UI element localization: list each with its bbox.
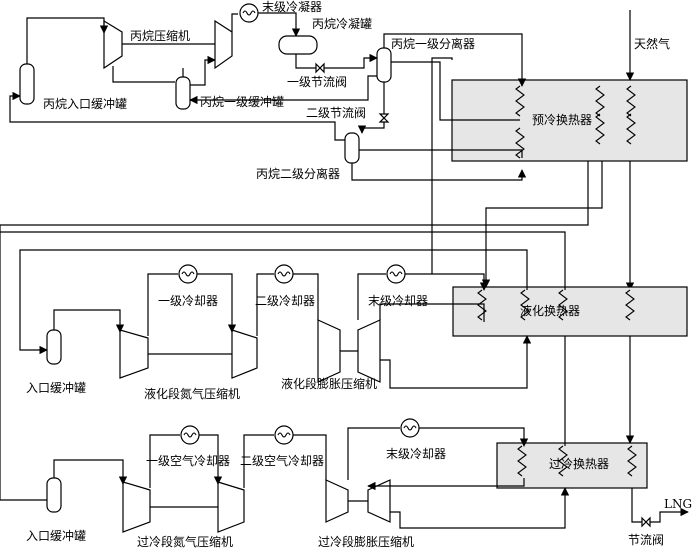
- liquefaction-heat-exchanger: [452, 286, 688, 337]
- sub-stage2-air-cooler: [274, 425, 294, 445]
- propane-compressor-stage2: [214, 19, 233, 70]
- sub-n2-compressor-stage2: [217, 481, 245, 533]
- label-liq-stage1-cooler: 一级冷却器: [158, 294, 218, 308]
- liq-n2-compressor-stage1: [119, 329, 149, 379]
- sub-expander-compressor: [325, 479, 349, 523]
- label-propane-inlet-buffer: 丙烷入口缓冲罐: [43, 96, 127, 111]
- final-condenser: [239, 3, 259, 23]
- label-liq-stage2-cooler: 二级冷却器: [255, 294, 315, 308]
- label-liq-n2-compressor: 液化段氮气压缩机: [144, 386, 240, 401]
- label-propane-stage1-separator: 丙烷一级分离器: [391, 36, 475, 51]
- subcool-inlet-buffer-tank: [46, 477, 62, 513]
- label-propane-stage2-separator: 丙烷二级分离器: [256, 166, 340, 181]
- sub-stage1-air-cooler: [180, 425, 200, 445]
- liq-stage1-cooler: [178, 264, 198, 284]
- label-sub-expander: 过冷段膨胀压缩机: [318, 534, 414, 549]
- liq-stage2-cooler: [274, 264, 294, 284]
- sub-n2-compressor-stage1: [122, 481, 151, 533]
- label-sub-stage2-air-cooler: 二级空气冷却器: [240, 453, 324, 468]
- label-subcool-hx: 过冷换热器: [549, 457, 609, 471]
- label-stage2-throttle-valve: 二级节流阀: [306, 106, 366, 120]
- label-liq-inlet-buffer: 入口缓冲罐: [26, 380, 86, 395]
- propane-stage1-buffer-tank: [175, 76, 191, 110]
- liq-expander-turbine: [357, 319, 381, 383]
- label-liq-final-cooler: 末级冷却器: [368, 294, 428, 308]
- label-final-condenser: 末级冷凝器: [262, 0, 322, 14]
- liq-expander-compressor: [317, 319, 341, 383]
- stage1-throttle-valve: [315, 62, 325, 74]
- label-throttle-valve: 节流阀: [628, 533, 664, 547]
- label-propane-condensate-tank: 丙烷冷凝罐: [312, 16, 372, 31]
- label-sub-stage1-air-cooler: 一级空气冷却器: [146, 453, 230, 468]
- label-liq-expander: 液化段膨胀压缩机: [281, 376, 377, 391]
- stage2-throttle-valve: [378, 113, 390, 123]
- label-liquefaction-hx: 液化换热器: [520, 303, 580, 318]
- label-sub-final-cooler: 末级冷却器: [386, 447, 446, 461]
- label-sub-n2-compressor: 过冷段氮气压缩机: [137, 534, 233, 549]
- label-sub-inlet-buffer: 入口缓冲罐: [26, 528, 86, 543]
- propane-condensate-tank: [278, 35, 318, 55]
- label-propane-stage1-buffer: 丙烷一级缓冲罐: [200, 94, 284, 109]
- subcool-heat-exchanger: [496, 442, 648, 489]
- label-lng: LNG: [664, 497, 692, 511]
- label-precool-hx: 预冷换热器: [532, 113, 592, 127]
- label-natural-gas: 天然气: [634, 36, 670, 51]
- liq-final-cooler: [386, 264, 406, 284]
- propane-compressor-stage1: [103, 19, 123, 70]
- propane-stage1-separator: [376, 47, 392, 83]
- label-propane-compressor: 丙烷压缩机: [130, 28, 190, 43]
- liquefaction-inlet-buffer-tank: [46, 329, 62, 365]
- lng-throttle-valve: [641, 516, 651, 528]
- propane-inlet-buffer-tank: [19, 63, 35, 105]
- propane-stage2-separator: [344, 132, 360, 164]
- lng-product-line: [650, 507, 689, 523]
- liq-n2-compressor-stage2: [231, 329, 258, 379]
- sub-final-cooler: [400, 418, 420, 438]
- label-stage1-throttle-valve: 一级节流阀: [287, 75, 347, 89]
